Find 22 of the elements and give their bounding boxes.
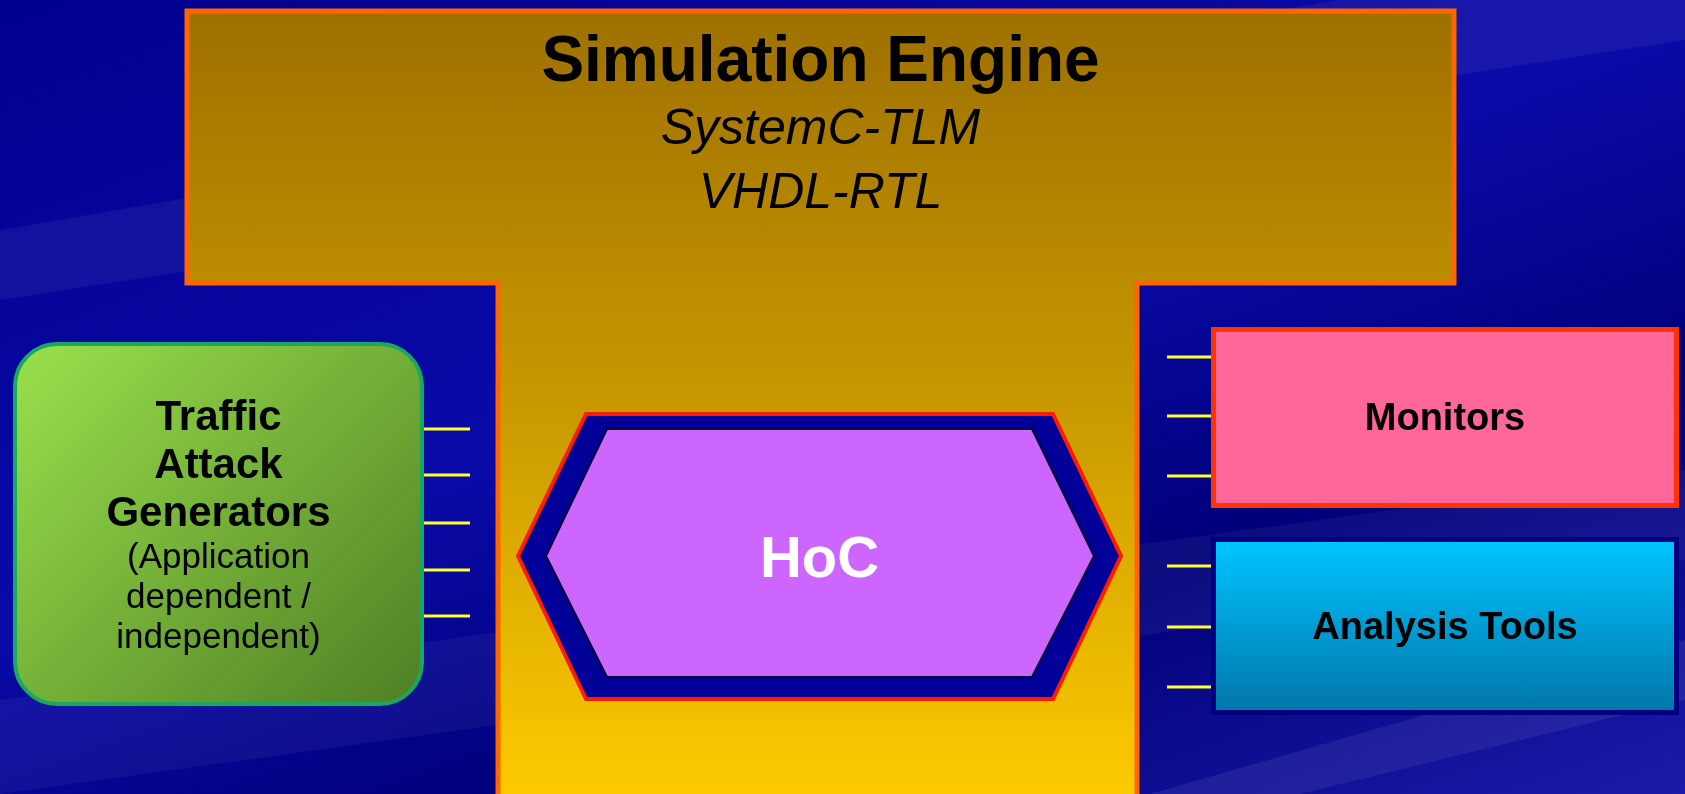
port-line — [1167, 414, 1211, 418]
monitor-box — [1211, 327, 1679, 508]
subtitle: VHDL-RTL — [698, 162, 943, 221]
port-line — [424, 427, 470, 431]
port-line — [1167, 564, 1211, 568]
box-title: Analysis Tools — [1312, 604, 1578, 648]
port-line — [1167, 625, 1211, 629]
port-line — [1167, 685, 1211, 689]
diagram-heading: Simulation Engine — [541, 23, 1100, 95]
port-line — [424, 614, 470, 618]
port-line — [424, 473, 470, 477]
port-line — [1167, 355, 1211, 359]
box-title: Monitors — [1364, 396, 1526, 439]
port-line — [1167, 474, 1211, 478]
block-label: HoC — [759, 523, 880, 590]
generator-box — [13, 342, 424, 706]
box-title: Traffic Attack Generators — [105, 392, 332, 536]
tool-box — [1211, 537, 1679, 715]
port-line — [424, 521, 470, 525]
subtitle: SystemC-TLM — [660, 98, 981, 157]
box-note: (Application dependent / independent) — [115, 536, 322, 656]
port-line — [424, 568, 470, 572]
